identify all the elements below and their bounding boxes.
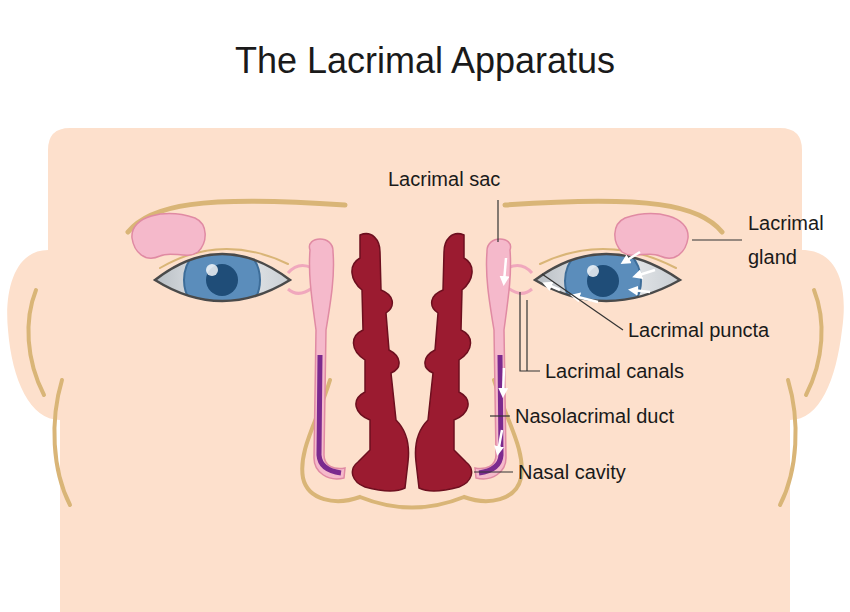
part-label: Nasal cavity xyxy=(518,455,626,489)
nasal-cavity-shape xyxy=(352,234,472,491)
contour-lines xyxy=(28,201,821,507)
label-anchor: Nasal cavity xyxy=(518,455,626,489)
part-label: Nasolacrimal duct xyxy=(515,399,674,433)
lacrimal-glands xyxy=(132,214,688,258)
label-anchor: Nasolacrimal duct xyxy=(515,399,674,433)
label-anchor: Lacrimal gland xyxy=(748,206,840,274)
part-label: Lacrimal puncta xyxy=(628,313,769,347)
diagram-title: The Lacrimal Apparatus xyxy=(0,40,850,82)
label-anchor: Lacrimal sac xyxy=(388,162,500,196)
part-label: Lacrimal sac xyxy=(388,162,500,196)
label-anchor: Lacrimal canals xyxy=(545,354,684,388)
lacrimal-sacs xyxy=(288,239,532,479)
face-shape xyxy=(7,128,844,612)
title-anchor: The Lacrimal Apparatus xyxy=(0,40,850,82)
label-anchor: Lacrimal puncta xyxy=(628,313,769,347)
part-label: Lacrimal gland xyxy=(748,206,840,274)
part-label: Lacrimal canals xyxy=(545,354,684,388)
